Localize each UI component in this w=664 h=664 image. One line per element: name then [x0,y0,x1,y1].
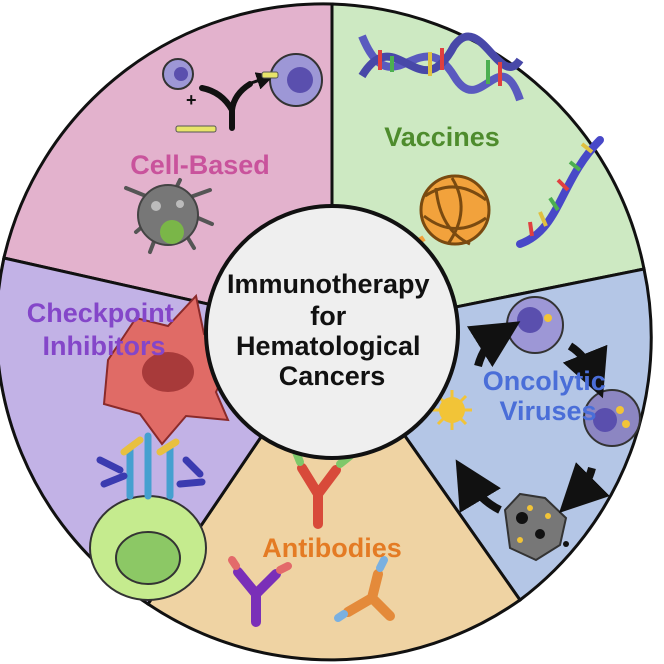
virus-particle-icon [432,390,472,430]
center-title-line: Cancers [279,361,386,391]
checkpoint-receptor-icon [89,432,207,601]
cycle-arrows-icon [455,296,641,562]
dendritic-cell-icon [124,178,214,254]
label-cell-based: Cell-Based [130,150,270,180]
center-title-line: Immunotherapy [227,269,430,299]
dna-double-helix-icon [358,32,524,102]
center-title-line: Hematological [236,331,421,361]
label-checkpoint-line: Checkpoint [27,298,174,328]
label-checkpoint-line: Inhibitors [43,331,166,361]
center-circle [204,204,460,460]
tumor-cell-icon [102,293,236,446]
label-vaccines: Vaccines [384,122,500,152]
label-oncolytic-line: Oncolytic [483,366,606,396]
label-oncolytic-line: Viruses [499,396,596,426]
label-antibodies: Antibodies [262,533,402,563]
label-oncolytic-viruses: Oncolytic Viruses [483,366,614,426]
svg-text:+: + [186,90,197,110]
mrna-strand-icon [516,136,604,248]
center-title-line: for [310,301,346,331]
center-title: Immunotherapy for Hematological Cancers [227,269,437,391]
t-cell-receptor-icon: + [162,53,323,133]
label-checkpoint-inhibitors: Checkpoint Inhibitors [27,298,182,361]
